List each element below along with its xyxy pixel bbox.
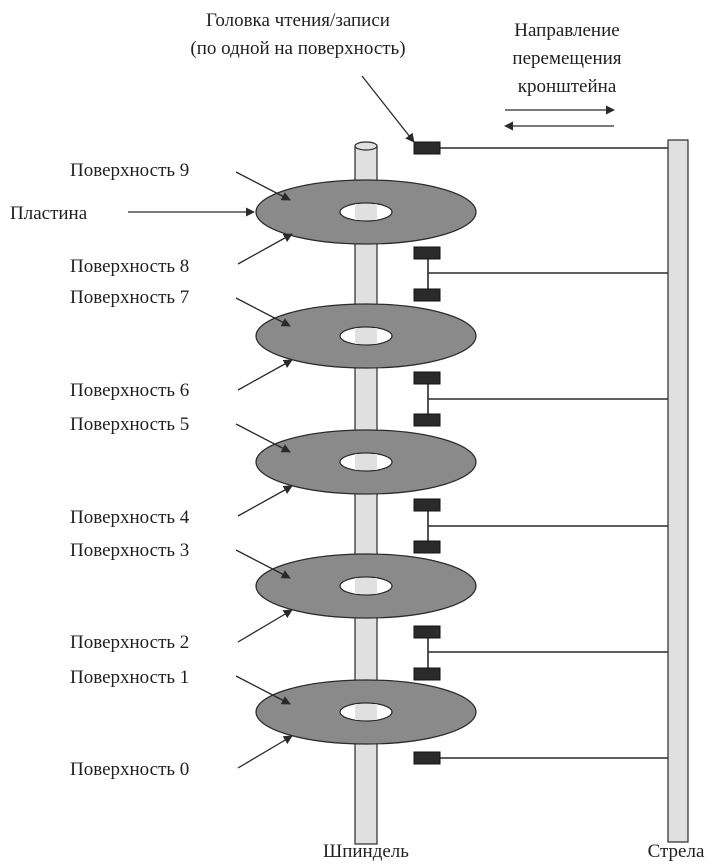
surface-5-pointer	[235, 423, 291, 453]
surface-label-0: Поверхность 0	[70, 759, 189, 780]
read-write-head-4	[413, 498, 441, 512]
platter-3	[255, 429, 477, 495]
spindle-label: Шпиндель	[323, 841, 409, 862]
read-write-head-7	[413, 288, 441, 302]
surface-label-2: Поверхность 2	[70, 632, 189, 653]
direction-label-line-3: кронштейна	[518, 76, 617, 97]
surface-4-pointer	[237, 485, 293, 517]
platter-5	[255, 679, 477, 745]
read-write-head-1	[413, 667, 441, 681]
read-write-head-8	[413, 246, 441, 260]
read-write-head-3	[413, 540, 441, 554]
head-label-line-1: Головка чтения/записи	[206, 10, 390, 31]
boom	[667, 139, 689, 843]
platter-label: Пластина	[10, 203, 88, 224]
head-label-line-2: (по одной на поверхность)	[190, 38, 405, 59]
read-write-head-6	[413, 371, 441, 385]
platter-1	[255, 179, 477, 245]
surface-2-pointer	[237, 609, 293, 643]
surface-label-8: Поверхность 8	[70, 256, 189, 277]
boom-label: Стрела	[648, 841, 705, 862]
read-write-head-5	[413, 413, 441, 427]
surface-label-9: Поверхность 9	[70, 160, 189, 181]
surface-label-1: Поверхность 1	[70, 667, 189, 688]
surface-3-pointer	[235, 549, 291, 579]
read-write-head-9	[413, 141, 441, 155]
actuator-arms	[427, 147, 668, 759]
surface-1-pointer	[235, 675, 291, 705]
platter-4	[255, 553, 477, 619]
surface-label-7: Поверхность 7	[70, 287, 189, 308]
surface-label-3: Поверхность 3	[70, 540, 189, 561]
read-write-head-2	[413, 625, 441, 639]
platter-2	[255, 303, 477, 369]
surface-label-6: Поверхность 6	[70, 380, 189, 401]
surface-0-pointer	[237, 735, 293, 769]
surface-label-5: Поверхность 5	[70, 414, 189, 435]
head-pointer-arrow	[361, 75, 415, 143]
surface-9-pointer	[235, 171, 291, 201]
read-write-head-0	[413, 751, 441, 765]
direction-label-line-2: перемещения	[512, 48, 621, 69]
surface-7-pointer	[235, 297, 291, 327]
surface-8-pointer	[237, 233, 293, 265]
surface-6-pointer	[237, 359, 293, 391]
surface-label-4: Поверхность 4	[70, 507, 190, 528]
direction-label-line-1: Направление	[514, 20, 619, 41]
